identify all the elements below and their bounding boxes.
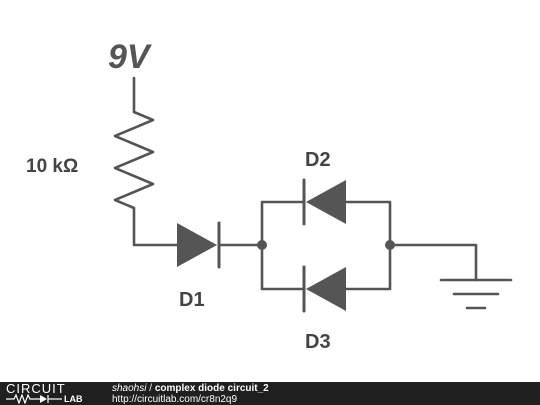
- diode-d3: [302, 265, 346, 313]
- circuit-url[interactable]: http://circuitlab.com/cr8n2q9: [112, 394, 238, 405]
- parallel-branch-wires: [260, 200, 392, 291]
- circuitlab-logo[interactable]: CIRCUIT LAB: [6, 382, 96, 405]
- diode-d2: [302, 178, 346, 226]
- ground-symbol: [439, 278, 513, 310]
- node-to-ground-wire: [388, 243, 478, 282]
- diode-d1: [177, 221, 221, 269]
- circuit-schematic: 9V 10 kΩ D1 D2 D3: [26, 38, 513, 353]
- logo-text-circuit: CIRCUIT: [6, 381, 66, 396]
- diode-d2-label: D2: [305, 149, 331, 171]
- diode-d1-label: D1: [179, 289, 205, 311]
- author-link[interactable]: shaohsi: [112, 383, 147, 394]
- supply-voltage-label: 9V: [108, 38, 153, 76]
- circuit-title[interactable]: complex diode circuit_2: [154, 383, 269, 394]
- diode-d3-label: D3: [305, 331, 331, 353]
- logo-text-lab: LAB: [64, 394, 83, 404]
- resistor-label: 10 kΩ: [26, 156, 78, 177]
- footer-bar: CIRCUIT LAB shaohsi / complex diode circ…: [0, 382, 540, 405]
- resistor-diode-icon: [6, 394, 62, 404]
- circuit-meta: shaohsi / complex diode circuit_2 http:/…: [112, 383, 269, 405]
- resistor-symbol: [113, 110, 155, 210]
- resistor-to-d1-wire: [132, 206, 179, 247]
- meta-separator: /: [146, 383, 155, 394]
